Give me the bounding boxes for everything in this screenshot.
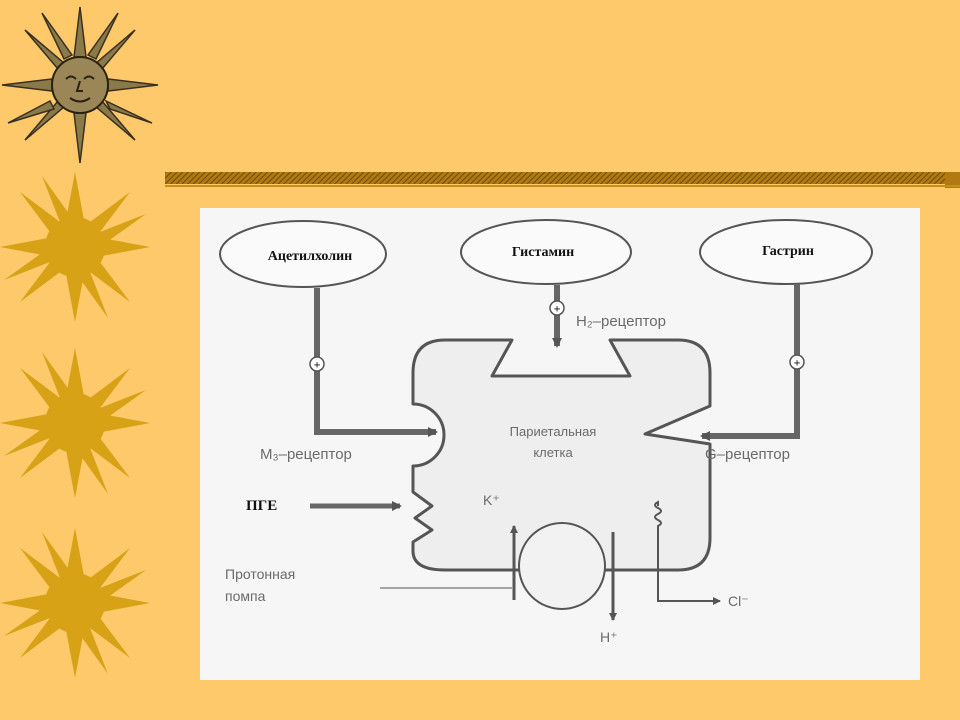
m3-receptor-label: M₃–рецептор [260, 446, 352, 463]
plus-sign: + [794, 356, 801, 370]
cell-label-line1: Париетальная [510, 424, 597, 439]
cl-efflux-arrow [657, 554, 721, 605]
histamine-node: Гистамин [460, 219, 632, 285]
proton-pump-icon [518, 522, 606, 610]
acetylcholine-arrow [314, 288, 438, 437]
h-ion-label: H⁺ [600, 629, 618, 645]
histamine-label: Гистамин [512, 245, 574, 260]
k-ion-label: K⁺ [483, 492, 500, 508]
plus-circle-icon [309, 356, 325, 372]
gastrin-node: Гастрин [699, 219, 873, 285]
gastrin-label: Гастрин [762, 244, 814, 259]
sun-icon [0, 172, 150, 322]
plus-circle-icon [789, 354, 805, 370]
proton-pump-label-line1: Протонная [225, 566, 295, 582]
title-divider [165, 172, 960, 188]
sun-icon [0, 348, 150, 498]
gastrin-arrow [700, 284, 800, 441]
chloride-channel-icon [654, 500, 662, 554]
plus-circle-icon [549, 300, 565, 316]
acetylcholine-label: Ацетилхолин [268, 249, 352, 264]
g-receptor-label: G–рецептор [705, 446, 790, 463]
plus-sign: + [314, 358, 321, 372]
sun-icon [0, 528, 150, 678]
plus-sign: + [554, 302, 561, 316]
parietal-cell-diagram: Ацетилхолин Гистамин Гастрин + + + [200, 208, 920, 680]
h2-receptor-label: H₂–рецептор [576, 313, 666, 330]
pge-label: ПГЕ [246, 498, 277, 514]
proton-pump-label-line2: помпа [225, 588, 266, 604]
cl-ion-label: Cl⁻ [728, 593, 749, 609]
acetylcholine-node: Ацетилхолин [219, 220, 387, 288]
cell-label-line2: клетка [533, 445, 573, 460]
sun-face-icon [1, 6, 159, 164]
parietal-cell-outline [411, 338, 712, 572]
